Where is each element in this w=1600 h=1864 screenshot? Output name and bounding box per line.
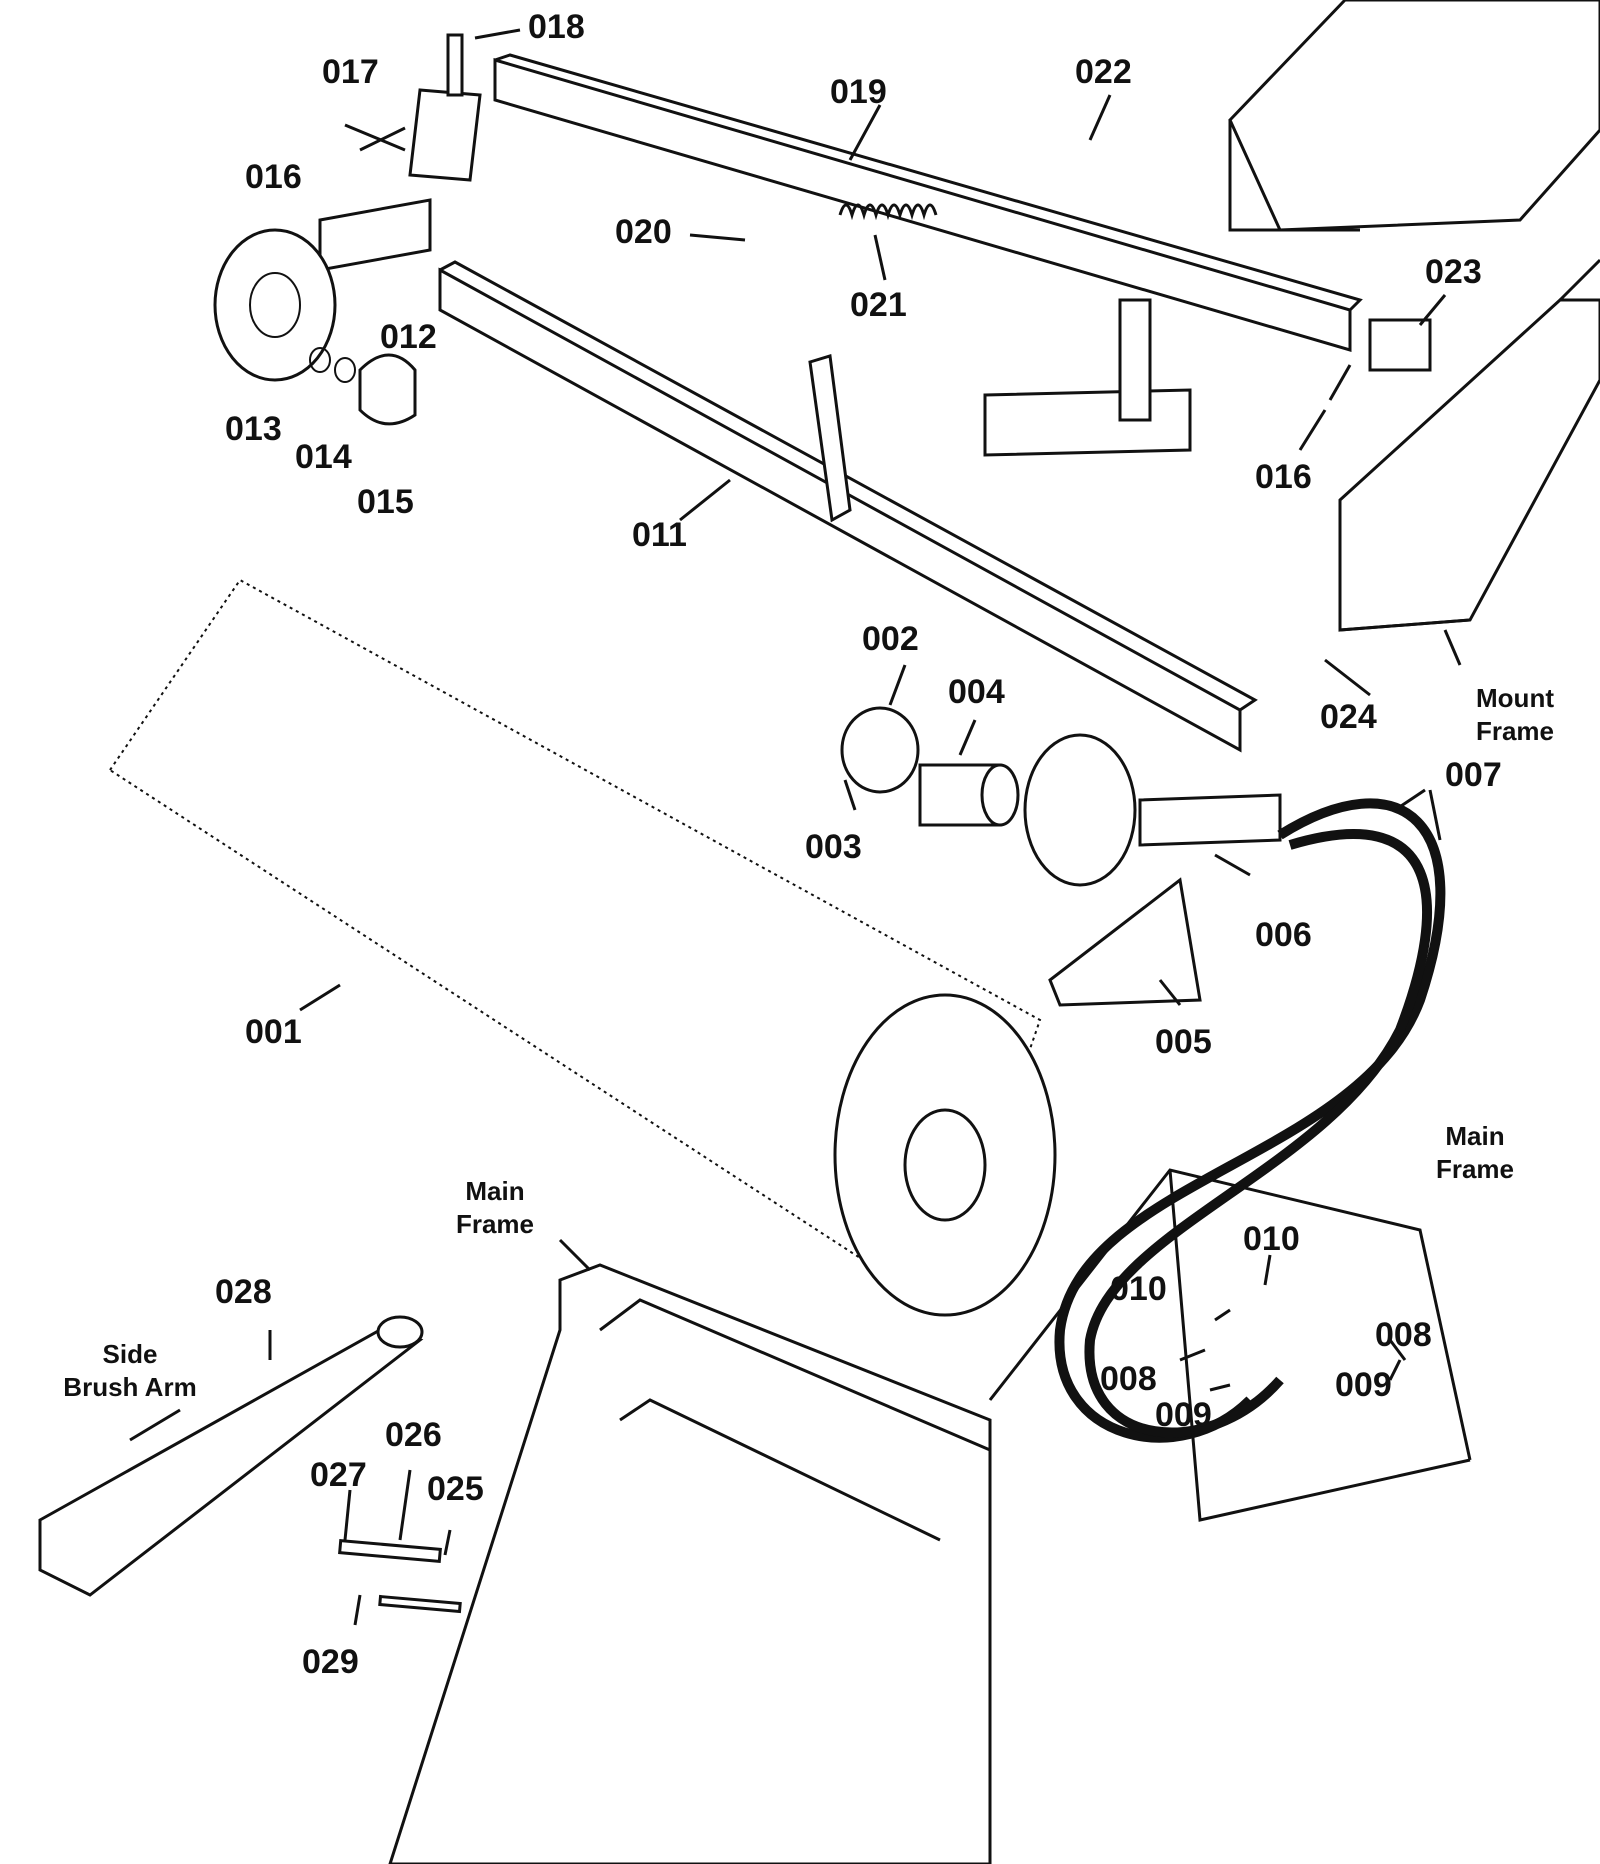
main-frame-center-label-line2: Frame — [455, 1208, 535, 1239]
main-frame-center-label-line1: Main — [465, 1176, 525, 1206]
callout-014: 014 — [295, 438, 352, 476]
callout-007: 007 — [1445, 756, 1502, 794]
mount-frame-label-line2: Frame — [1475, 715, 1555, 746]
callout-019: 019 — [830, 73, 887, 111]
callout-015: 015 — [357, 483, 414, 521]
link-arm-drawing — [983, 298, 1432, 457]
callout-011: 011 — [632, 516, 687, 554]
mount-frame-label: Mount Frame — [1460, 682, 1570, 747]
upper-tube-drawing — [493, 53, 1363, 353]
main-frame-center-label: Main Frame — [440, 1175, 550, 1240]
callout-016-right: 016 — [1255, 458, 1312, 496]
callout-004: 004 — [948, 673, 1005, 711]
leader-lines — [129, 28, 1462, 1626]
callout-025: 025 — [427, 1470, 484, 1508]
side-brush-arm-label-line1: Side — [102, 1339, 158, 1369]
spring-drawing — [838, 203, 938, 221]
callout-027: 027 — [310, 1456, 367, 1494]
callout-018: 018 — [528, 8, 585, 46]
callout-023: 023 — [1425, 253, 1482, 291]
main-frame-right-drawing — [988, 1168, 1472, 1522]
callout-008-right: 008 — [1375, 1316, 1432, 1354]
callout-022: 022 — [1075, 53, 1132, 91]
callout-008-left: 008 — [1100, 1360, 1157, 1398]
mount-frame-drawing — [1228, 0, 1600, 632]
callout-001: 001 — [245, 1013, 302, 1051]
callout-028: 028 — [215, 1273, 272, 1311]
callout-029: 029 — [302, 1643, 359, 1681]
side-brush-arm-drawing — [38, 1315, 462, 1614]
side-brush-arm-label-line2: Brush Arm — [63, 1371, 197, 1402]
callout-009-left: 009 — [1155, 1396, 1212, 1434]
main-frame-right-label-line2: Frame — [1435, 1153, 1515, 1184]
callout-016-left: 016 — [245, 158, 302, 196]
brush-drawing — [108, 578, 1057, 1317]
callout-002: 002 — [862, 620, 919, 658]
left-wheel-drawing — [213, 198, 432, 426]
main-frame-center-drawing — [388, 1263, 992, 1864]
motor-assembly-drawing — [840, 706, 1282, 1007]
callout-009-right: 009 — [1335, 1366, 1392, 1404]
callout-010-left: 010 — [1110, 1270, 1167, 1308]
callout-017: 017 — [322, 53, 379, 91]
callout-006: 006 — [1255, 916, 1312, 954]
callout-026: 026 — [385, 1416, 442, 1454]
side-brush-arm-label: Side Brush Arm — [40, 1338, 220, 1403]
main-frame-right-label-line1: Main — [1445, 1121, 1505, 1151]
mount-frame-label-line1: Mount — [1476, 683, 1554, 713]
callout-012: 012 — [380, 318, 437, 356]
callout-003: 003 — [805, 828, 862, 866]
main-tube-drawing — [438, 260, 1258, 753]
callout-024: 024 — [1320, 698, 1377, 736]
callout-021: 021 — [850, 286, 907, 324]
hydraulic-hoses-drawing — [1054, 798, 1446, 1443]
callout-020: 020 — [615, 213, 672, 251]
callout-005: 005 — [1155, 1023, 1212, 1061]
bracket-drawing — [344, 33, 482, 182]
callout-013: 013 — [225, 410, 282, 448]
main-frame-right-label: Main Frame — [1420, 1120, 1530, 1185]
callout-010-right: 010 — [1243, 1220, 1300, 1258]
